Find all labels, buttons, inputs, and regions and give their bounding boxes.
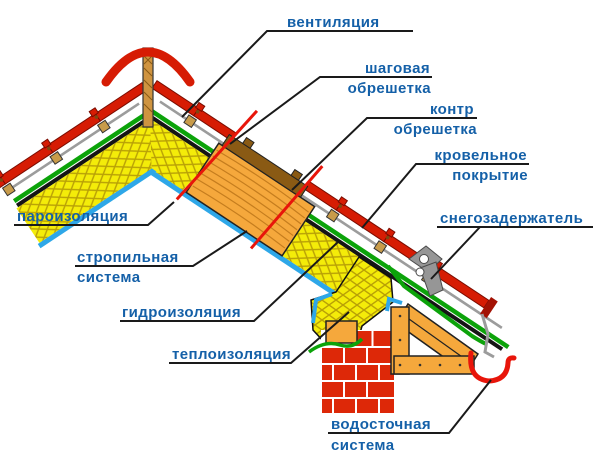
label-ventilation: вентиляция [287, 14, 379, 31]
label-rafter-system-1: стропильная [77, 249, 179, 266]
ridge [101, 47, 195, 128]
leader-step-lathing [229, 76, 432, 145]
leader-lines [14, 30, 593, 434]
label-snow-guard: снегозадержатель [440, 210, 583, 227]
label-drainage-system-1: водосточная [331, 416, 431, 433]
label-roof-covering-1: кровельное [434, 147, 527, 164]
vapor-barrier-band [37, 168, 157, 249]
label-rafter-system-2: система [77, 269, 141, 286]
section-cut-line [249, 165, 324, 250]
leader-waterproofing [120, 241, 339, 322]
label-vapor-barrier: пароизоляция [17, 208, 128, 225]
labels: вентиляция шаговая обрешетка контр обреш… [17, 14, 583, 454]
section-cut-line [175, 109, 259, 201]
membrane-wall-top [307, 337, 364, 354]
leader-snow-guard [430, 226, 593, 280]
vapor-barrier-eave [311, 292, 333, 324]
leader-roof-covering [361, 163, 529, 229]
label-step-lathing-2: обрешетка [348, 80, 432, 97]
leader-counter-lathing [291, 117, 477, 191]
eave-soffit-board [393, 355, 475, 375]
insulation-band [16, 119, 152, 243]
label-thermal-insulation: теплоизоляция [172, 346, 291, 363]
step-lathing-battens [1, 119, 111, 197]
tile-end-cap [480, 297, 498, 319]
eave-assembly [307, 255, 517, 414]
leader-thermal-insulation [169, 311, 350, 364]
left-slope [0, 81, 157, 249]
counter-lathing-board [221, 133, 309, 198]
roof-tiles [0, 81, 148, 193]
membrane-black-line [15, 115, 151, 208]
mauerlat-block [325, 320, 358, 344]
membrane-eave [386, 264, 487, 346]
eave-wood-structure [390, 302, 480, 375]
rafter [185, 133, 316, 257]
label-counter-lathing-2: обрешетка [394, 121, 478, 138]
vapor-barrier-band [142, 166, 337, 295]
label-roof-covering-2: покрытие [452, 167, 528, 184]
label-waterproofing: гидроизоляция [122, 304, 241, 321]
drip-edge [480, 313, 495, 359]
brick-wall [321, 330, 395, 414]
label-counter-lathing-1: контр [430, 101, 474, 118]
ridge-cap [101, 47, 195, 87]
leader-drainage-system [328, 379, 492, 434]
label-drainage-system-2: система [331, 437, 395, 454]
leader-rafter-system [75, 230, 248, 267]
vapor-barrier-elbow [385, 296, 403, 312]
leader-vapor-barrier [14, 201, 175, 226]
leader-ventilation [181, 30, 413, 118]
label-step-lathing-1: шаговая [365, 60, 430, 77]
waterproofing-membrane [12, 108, 150, 204]
gutter [468, 350, 517, 384]
